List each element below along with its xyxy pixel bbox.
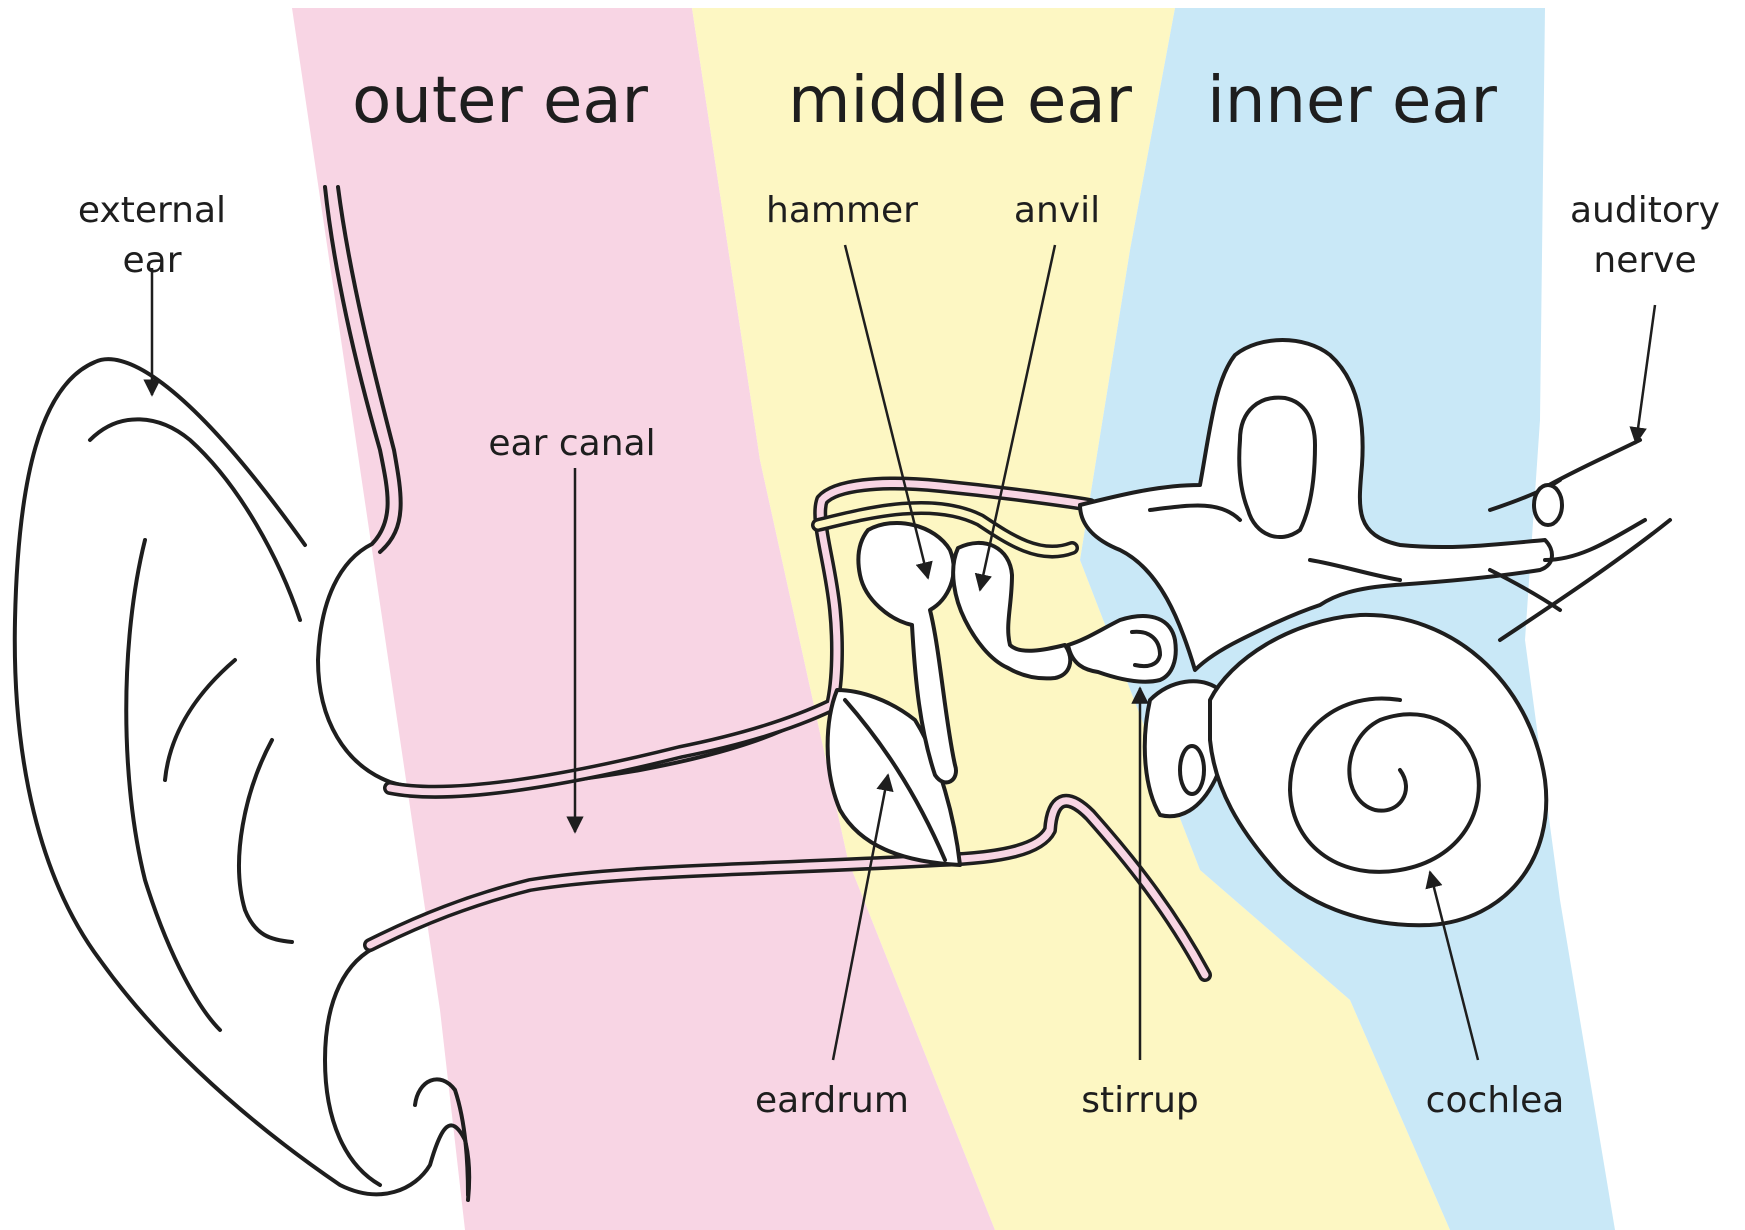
hammer-label: hammer <box>766 190 918 231</box>
inner-ear-title: inner ear <box>1207 64 1498 138</box>
middle-ear-title: middle ear <box>788 64 1132 138</box>
auditory-nerve-label-line1: auditory <box>1570 190 1720 231</box>
eardrum-label: eardrum <box>755 1080 909 1121</box>
ear-canal-label: ear canal <box>488 423 655 464</box>
stirrup-label: stirrup <box>1081 1080 1199 1121</box>
auditory-nerve-arrow <box>1636 305 1655 443</box>
external-ear-label-line2: ear <box>122 240 181 281</box>
auditory-nerve-label-line2: nerve <box>1593 240 1696 281</box>
cochlea-label: cochlea <box>1426 1080 1565 1121</box>
external-ear-label-line1: external <box>78 190 226 231</box>
outer-ear-title: outer ear <box>352 64 648 138</box>
anvil-label: anvil <box>1014 190 1100 231</box>
